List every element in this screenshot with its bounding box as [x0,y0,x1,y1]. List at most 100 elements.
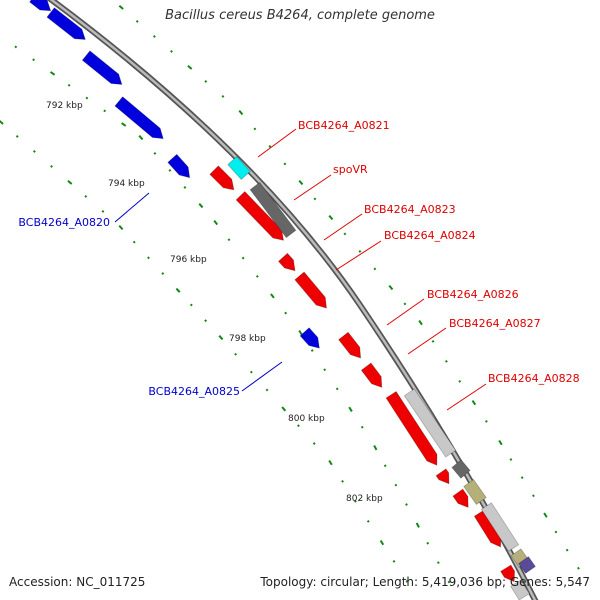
gc-dot [135,20,139,23]
gc-dot [121,122,127,127]
gc-dot [32,58,35,62]
feature-purple [518,556,536,574]
gc-dot [577,566,580,570]
feature-lightgray-0828 [403,388,457,458]
gc-dot [458,380,462,383]
gc-dot [313,197,317,201]
gc-dot [147,256,150,260]
gc-dot [138,135,144,141]
gc-dot [218,335,224,341]
gc-dot [265,388,269,392]
feature-label: spoVR [333,163,368,176]
gc-dot [49,71,56,76]
gc-content-dots [0,4,580,584]
gc-dot [354,500,357,503]
feature-forward-small-a [435,468,450,485]
gc-dot [253,127,257,131]
gc-dot [312,442,316,445]
gc-dot [204,319,208,323]
feature-label: BCB4264_A0828 [488,372,580,385]
gc-dot [403,302,407,306]
features [29,0,536,600]
map-title: Bacillus cereus B4264, complete genome [165,8,435,23]
gc-dot [532,494,535,498]
gc-dot [392,560,396,563]
gc-dot [415,522,420,528]
gc-dot [152,34,156,38]
label-leader [335,240,382,271]
feature-forward-edge [500,564,515,583]
gc-dot [281,406,287,412]
gc-dot [471,399,477,406]
topology-text: Topology: circular; Length: 5,419,036 bp… [260,575,590,589]
gc-dot [335,387,339,391]
gc-dot [447,580,451,584]
gc-dot [198,202,204,209]
feature-reverse-0825 [299,327,320,349]
gc-dot [270,293,275,299]
gc-dot [189,303,193,307]
feature-forward-0827 [360,362,383,388]
label-leader [446,383,487,411]
gc-dot [298,180,304,186]
feature-forward-0823 [277,252,296,272]
gc-dot [445,360,448,363]
gc-dot [168,169,172,172]
feature-labels: BCB4264_A0820BCB4264_A0821spoVRBCB4264_A… [18,119,579,398]
feature-label: BCB4264_A0820 [18,216,110,229]
gc-dot [175,287,181,293]
tick-label: 802 kbp [346,494,383,504]
gc-dot [234,352,238,356]
feature-label: BCB4264_A0827 [449,317,541,330]
gc-dot [383,464,387,468]
gc-dot [153,152,157,155]
label-leader [114,192,150,223]
gc-dot [431,340,435,343]
gc-dot [101,210,105,213]
gc-dot [388,285,394,291]
feature-forward-spovr [235,190,285,241]
feature-label: BCB4264_A0824 [384,229,476,242]
gc-dot [418,320,423,326]
feature-forward-0824 [294,271,327,309]
tick-label: 800 kbp [288,414,325,424]
feature-reverse-0820d [114,96,164,140]
gc-dot [426,541,430,545]
gc-dot [297,424,300,428]
gc-dot [118,225,124,231]
gc-dot [405,503,408,506]
gc-dot [341,480,344,483]
label-leader [323,213,363,241]
gc-dot [170,50,173,53]
feature-forward-0826 [338,331,362,359]
feature-label: BCB4264_A0823 [364,203,456,216]
feature-forward-spovr-a [209,165,235,191]
gc-dot [204,80,208,83]
feature-label: BCB4264_A0825 [148,385,240,398]
label-leader [293,174,332,201]
feature-reverse-0820 [167,153,191,179]
feature-trna-0821 [227,155,251,181]
feature-lightgray-next [480,502,520,552]
gc-dot [238,110,244,116]
tick-label: 796 kbp [170,255,207,265]
gc-dot [0,120,4,125]
gc-dot [132,240,136,244]
tick-label: 792 kbp [46,101,83,111]
gc-dot [373,267,377,271]
feature-reverse-0820b [46,7,86,40]
feature-forward-small-b [452,488,469,508]
gc-dot [32,150,36,153]
gc-dot [213,219,219,226]
feature-forward-0828 [385,390,438,466]
gc-dot [485,420,488,423]
gc-dot [84,195,88,198]
label-leader [407,327,447,355]
gc-dot [221,94,225,98]
gc-dot [67,180,73,185]
tick-label: 798 kbp [229,334,266,344]
gc-dot [284,311,288,315]
gc-dot [348,406,353,412]
feature-gray-small [451,459,471,479]
